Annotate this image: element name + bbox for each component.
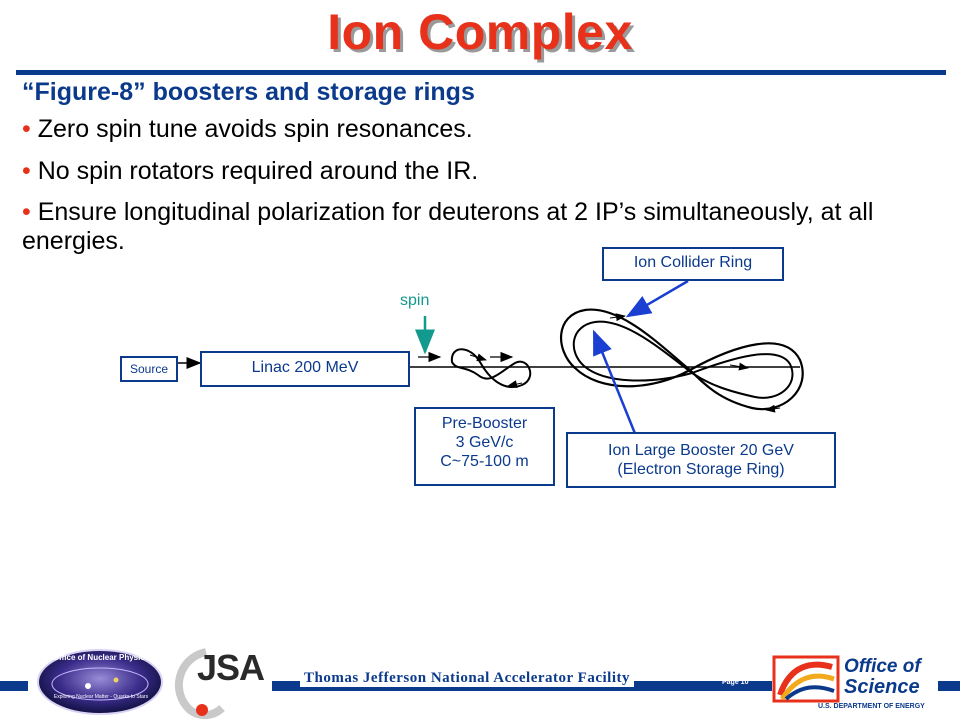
footer-bar	[938, 681, 960, 691]
pre-booster-line: Pre-Booster	[441, 415, 528, 432]
large-booster-line: Ion Large Booster 20 GeV	[608, 442, 794, 459]
nuclear-physics-logo-text: Office of Nuclear Physics	[52, 653, 150, 662]
nuclear-physics-logo	[37, 649, 163, 715]
bullet-item: • Zero spin tune avoids spin resonances.	[22, 115, 922, 144]
collider-box: Ion Collider Ring	[602, 247, 784, 281]
pre-booster-ring	[450, 348, 532, 388]
large-booster-box: Ion Large Booster 20 GeV (Electron Stora…	[566, 432, 836, 488]
bullet-glyph: •	[22, 115, 31, 143]
bullet-glyph: •	[22, 198, 31, 226]
linac-label: Linac 200 MeV	[251, 359, 359, 376]
source-box: Source	[120, 356, 178, 382]
nuclear-physics-motto: Exploring Nuclear Matter - Quarks to Sta…	[53, 694, 149, 700]
bullet-item: • No spin rotators required around the I…	[22, 157, 922, 186]
doe-office-of: Office of	[844, 656, 921, 677]
doe-science: Science	[844, 676, 920, 698]
jsa-logo-text: JSA	[197, 647, 265, 688]
ring-arrow	[609, 313, 626, 322]
jsa-logo	[174, 648, 225, 719]
ion-large-booster-ring	[572, 320, 794, 399]
bullet-text: No spin rotators required around the IR.	[37, 157, 479, 185]
slide-subtitle: “Figure-8” boosters and storage rings	[22, 78, 475, 106]
booster-pointer-arrow	[592, 329, 638, 437]
spin-label: spin	[400, 292, 430, 309]
doe-department: U.S. DEPARTMENT OF ENERGY	[818, 703, 925, 710]
bullet-text: Zero spin tune avoids spin resonances.	[37, 115, 473, 143]
ion-collider-ring	[560, 308, 804, 411]
ring-arrow	[507, 380, 523, 389]
ring-arrow	[729, 362, 749, 371]
linac-box: Linac 200 MeV	[200, 351, 410, 387]
source-label: Source	[129, 362, 169, 376]
title-rule	[16, 70, 946, 75]
ring-arrow	[469, 353, 487, 362]
ring-arrow	[765, 404, 781, 413]
bullet-text: Ensure longitudinal polarization for deu…	[22, 198, 874, 255]
bullet-glyph: •	[22, 157, 31, 185]
lab-name: Thomas Jefferson National Accelerator Fa…	[300, 670, 634, 687]
slide-title: Ion Complex	[327, 4, 633, 60]
footer-bar	[0, 681, 28, 691]
collider-pointer-arrow	[625, 279, 689, 318]
pre-booster-box: Pre-Booster 3 GeV/c C~75-100 m	[414, 407, 555, 486]
pre-booster-line: C~75-100 m	[440, 453, 529, 470]
collider-label: Ion Collider Ring	[633, 254, 753, 271]
page-number: Page 10	[722, 679, 749, 686]
doe-logo-mark	[772, 655, 840, 703]
bullet-item: • Ensure longitudinal polarization for d…	[22, 198, 922, 256]
pre-booster-line: 3 GeV/c	[455, 434, 514, 451]
large-booster-line: (Electron Storage Ring)	[617, 461, 785, 478]
